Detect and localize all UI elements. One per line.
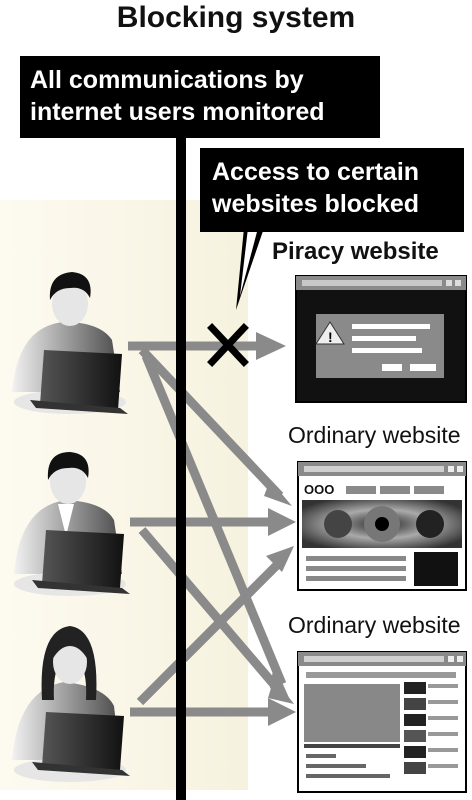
callout-pointer [236, 228, 264, 310]
diagram-title: Blocking system [116, 1, 356, 34]
arrows [128, 341, 287, 717]
ordinary-site-1-window [297, 461, 467, 591]
blocked-line-1: Access to certain [212, 158, 420, 186]
arrow-user1-to-ordinary1 [138, 346, 284, 500]
monitoring-line-2: internet users monitored [30, 98, 325, 126]
laptop-icon [30, 350, 128, 414]
laptop-icon [32, 530, 130, 594]
arrow-user2-to-ordinary2 [138, 527, 286, 697]
blocked-callout: Access to certain websites blocked [200, 148, 464, 232]
cross-icon [207, 323, 249, 367]
user-1 [12, 272, 128, 414]
video-player [304, 684, 400, 742]
svg-text:!: ! [328, 329, 333, 345]
ordinary-site-2-window [297, 651, 467, 793]
arrowheads [256, 332, 296, 726]
monitoring-line [176, 136, 186, 800]
piracy-site-window: ! [295, 275, 467, 403]
laptop-icon [32, 712, 130, 776]
blocked-line-2: websites blocked [212, 190, 420, 218]
monitoring-callout: All communications by internet users mon… [20, 56, 380, 138]
warning-icon [315, 321, 345, 345]
piracy-site-label: Piracy website [272, 238, 439, 265]
user-3 [12, 626, 130, 782]
arrow-user3-to-ordinary1 [136, 556, 286, 706]
monitoring-line-1: All communications by [30, 66, 304, 94]
ordinary-site-1-label: Ordinary website [288, 422, 461, 448]
ordinary-site-2-label: Ordinary website [288, 612, 461, 638]
user-2 [14, 452, 130, 596]
